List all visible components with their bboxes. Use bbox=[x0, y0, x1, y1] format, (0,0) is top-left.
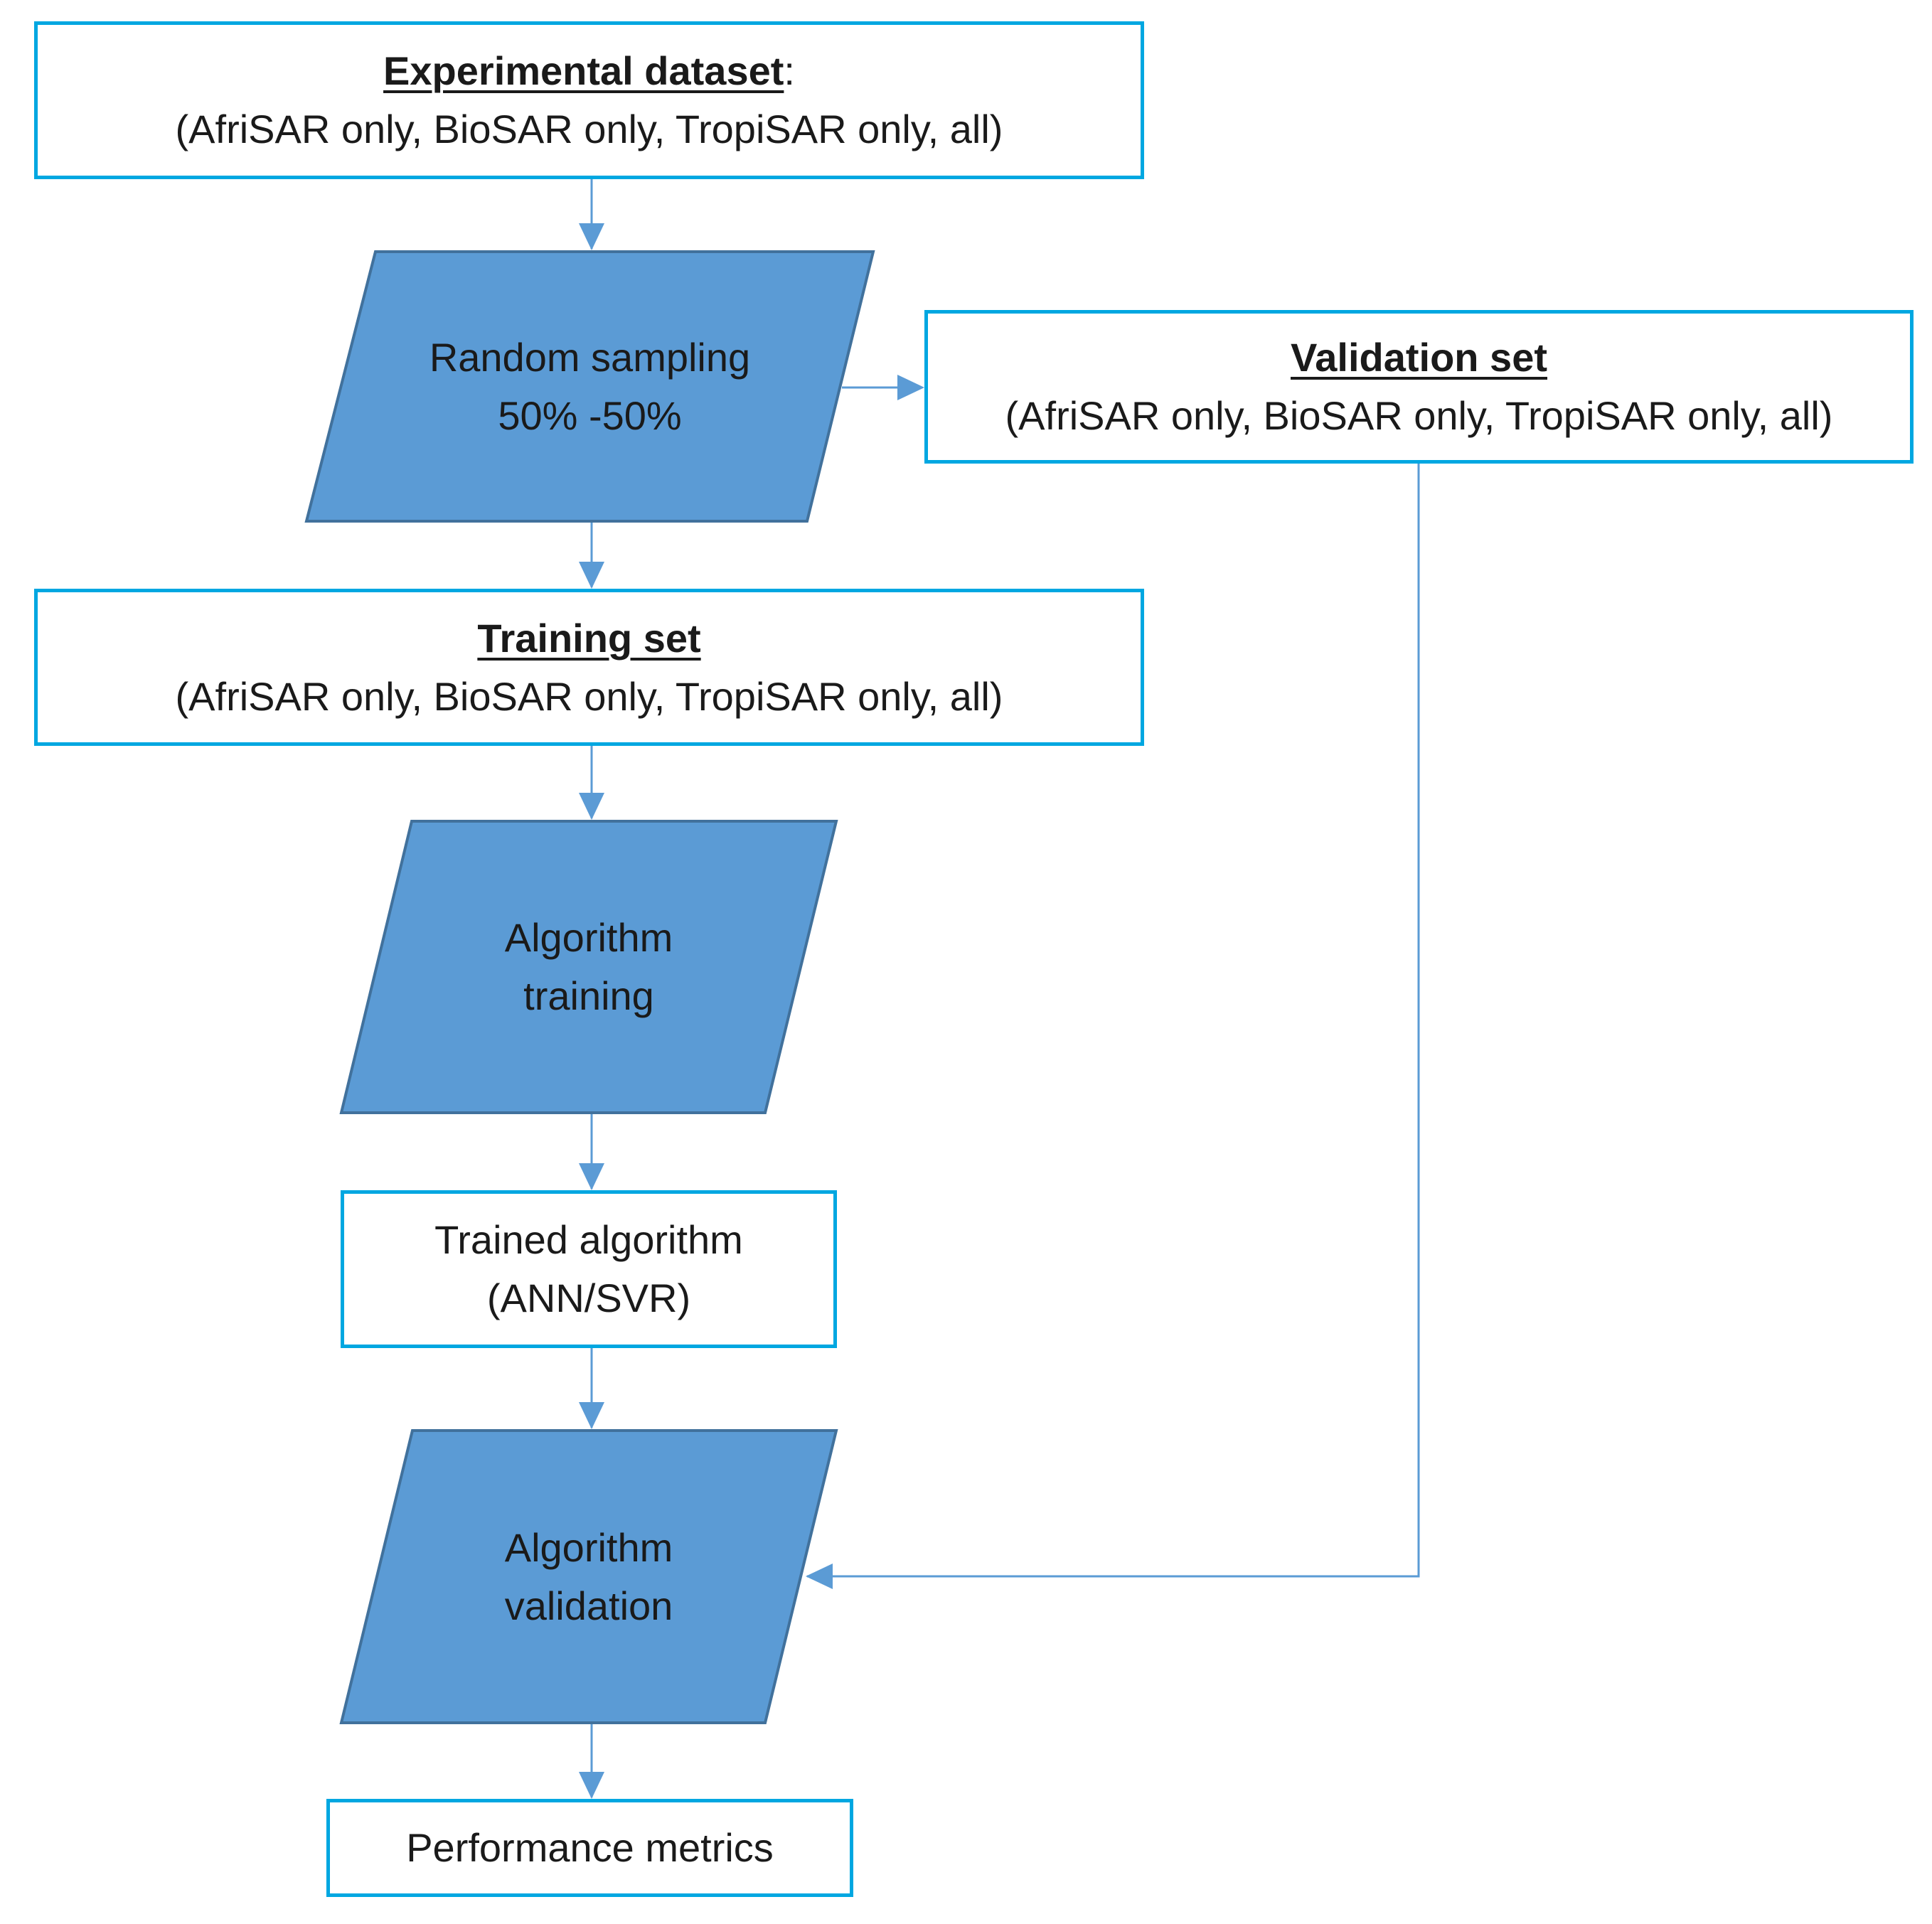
training-set-subtitle: (AfriSAR only, BioSAR only, TropiSAR onl… bbox=[175, 673, 1003, 719]
arrow-validation-set-to-algorithm-validation bbox=[807, 462, 1420, 1578]
connector-arrows bbox=[579, 178, 1420, 1799]
algorithm-training-line2: training bbox=[523, 973, 654, 1018]
algorithm-validation-line2: validation bbox=[504, 1583, 673, 1628]
random-sampling-label: Random sampling bbox=[429, 334, 751, 380]
algorithm-validation-node: Algorithm validation bbox=[341, 1431, 836, 1723]
random-sampling-ratio: 50% -50% bbox=[498, 392, 682, 438]
random-sampling-node: Random sampling 50% -50% bbox=[306, 252, 873, 521]
experimental-dataset-box: Experimental dataset: (AfriSAR only, Bio… bbox=[34, 21, 1144, 179]
algorithm-training-node: Algorithm training bbox=[341, 821, 836, 1113]
random-sampling-shape bbox=[304, 250, 875, 523]
experimental-dataset-title-line: Experimental dataset: bbox=[383, 42, 795, 100]
experimental-dataset-subtitle: (AfriSAR only, BioSAR only, TropiSAR onl… bbox=[175, 107, 1003, 151]
training-set-title: Training set bbox=[477, 615, 701, 661]
trained-algorithm-label: Trained algorithm bbox=[434, 1217, 743, 1262]
trained-algorithm-box: Trained algorithm (ANN/SVR) bbox=[341, 1190, 837, 1348]
validation-set-title: Validation set bbox=[1291, 335, 1547, 380]
experimental-dataset-title: Experimental dataset bbox=[383, 48, 784, 93]
trained-algorithm-type: (ANN/SVR) bbox=[486, 1276, 691, 1320]
performance-metrics-label: Performance metrics bbox=[406, 1825, 774, 1870]
algorithm-training-line1: Algorithm bbox=[504, 915, 673, 960]
performance-metrics-box: Performance metrics bbox=[326, 1799, 853, 1897]
experimental-dataset-title-suffix: : bbox=[784, 48, 795, 93]
validation-set-box: Validation set (AfriSAR only, BioSAR onl… bbox=[924, 310, 1914, 464]
algorithm-validation-line1: Algorithm bbox=[504, 1524, 673, 1570]
training-set-box: Training set (AfriSAR only, BioSAR only,… bbox=[34, 589, 1144, 746]
validation-set-subtitle: (AfriSAR only, BioSAR only, TropiSAR onl… bbox=[1005, 393, 1833, 438]
algorithm-validation-shape bbox=[339, 1429, 838, 1724]
algorithm-training-shape bbox=[339, 820, 838, 1114]
